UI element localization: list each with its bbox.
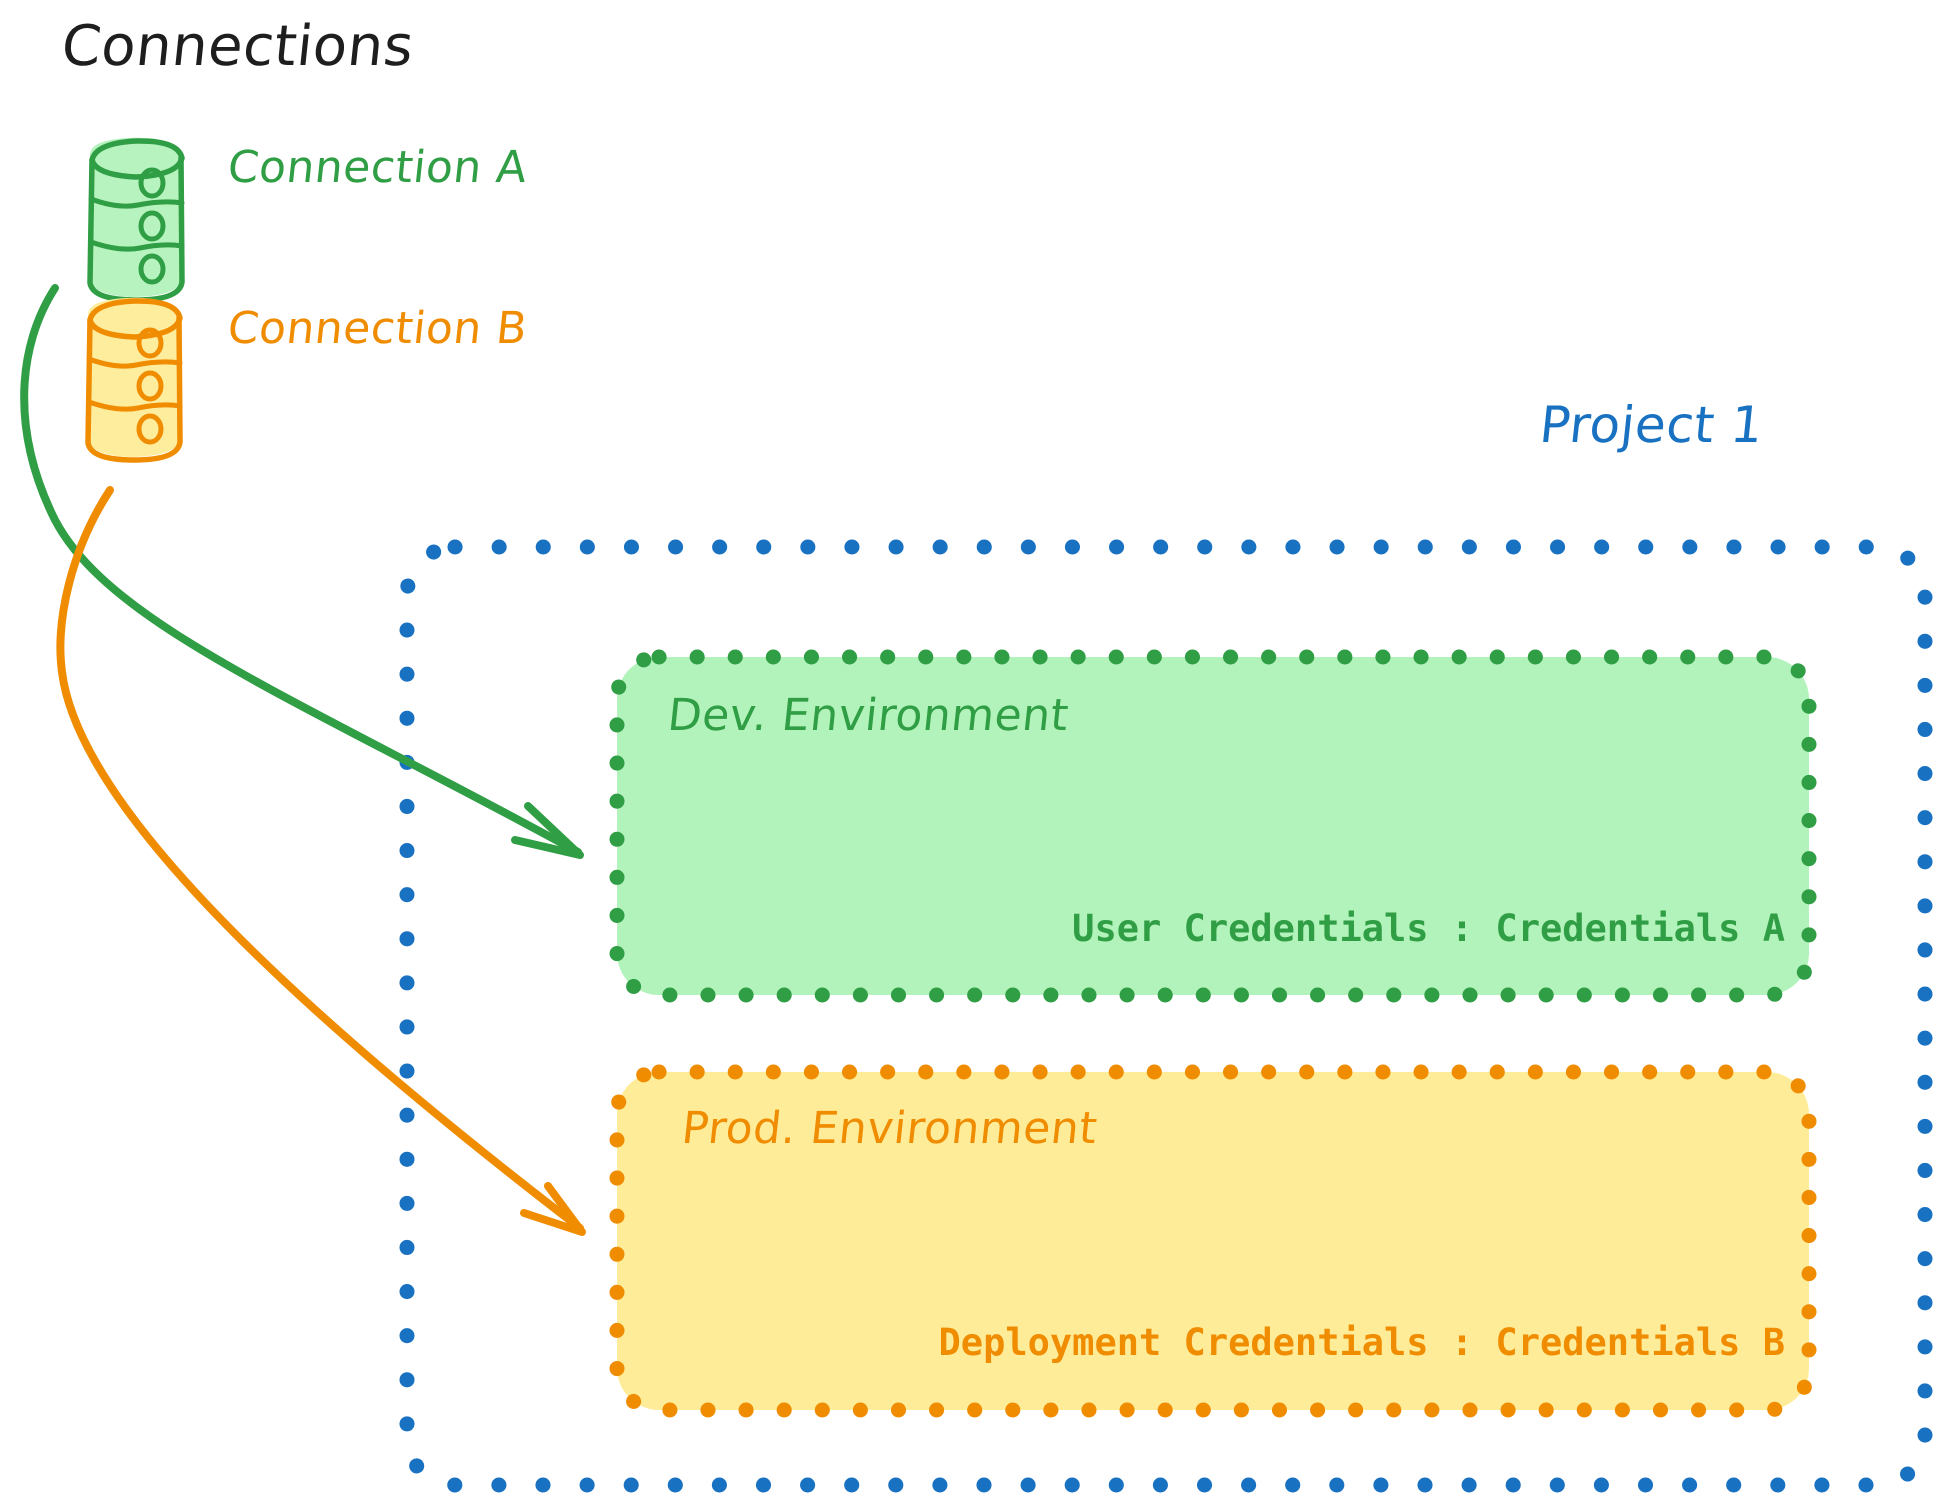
connection-b-label[interactable]: Connection B (225, 303, 530, 354)
project-title: Project 1 (1536, 396, 1767, 454)
database-a-divider-1 (88, 196, 185, 209)
arrow-orange-head (520, 1182, 586, 1236)
database-b-indicator-3 (136, 413, 164, 445)
database-a-divider-2 (88, 239, 185, 252)
database-icon-connection-a[interactable] (87, 137, 185, 303)
project-container[interactable] (399, 539, 1933, 1493)
prod-environment-credentials: Deployment Credentials : Credentials B (938, 1321, 1785, 1364)
database-a-fill (90, 137, 183, 297)
prod-environment-box[interactable] (609, 1064, 1817, 1418)
dev-environment-credentials: User Credentials : Credentials A (1072, 907, 1785, 950)
database-b-fill (88, 297, 181, 457)
arrow-connection-b-to-prod (56, 486, 586, 1236)
prod-environment-title: Prod. Environment (679, 1103, 1100, 1154)
dev-environment-box[interactable] (609, 649, 1817, 1003)
database-a-indicator-3 (138, 253, 166, 285)
database-b-top-disk (87, 298, 183, 340)
arrow-orange-curve (56, 486, 584, 1232)
page-title: Connections (58, 14, 417, 79)
database-b-indicator-2 (136, 370, 164, 402)
prod-environment-border-dotted (609, 1064, 1817, 1418)
prod-environment-fill (617, 1072, 1809, 1410)
connection-a-label[interactable]: Connection A (225, 142, 530, 193)
arrow-green-head (511, 802, 584, 859)
database-b-divider-2 (86, 399, 183, 412)
project-border-dotted (399, 539, 1933, 1493)
database-b-indicator-1 (136, 327, 164, 359)
database-a-indicator-2 (138, 210, 166, 242)
database-icon-connection-b[interactable] (85, 297, 183, 463)
dev-environment-fill (617, 657, 1809, 995)
database-a-indicator-1 (138, 167, 166, 199)
dev-environment-title: Dev. Environment (665, 690, 1072, 741)
database-b-body (85, 315, 183, 463)
arrow-connection-a-to-dev (20, 284, 584, 859)
database-a-top-disk (89, 138, 185, 180)
dev-environment-border-dotted (609, 649, 1817, 1003)
arrow-green-curve (20, 284, 582, 856)
database-b-divider-1 (86, 356, 183, 369)
